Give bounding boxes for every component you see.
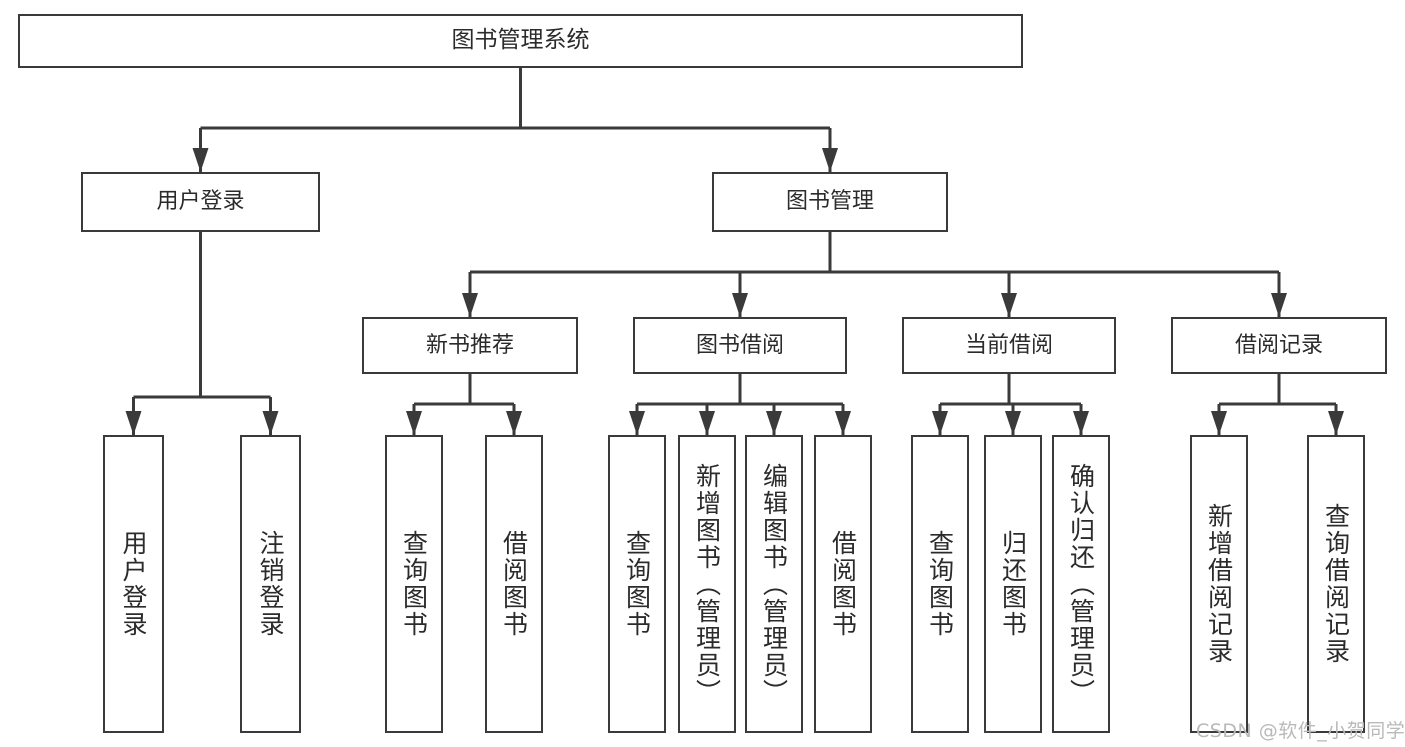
- node-leaf-query-borrow-record[interactable]: 查询借阅记录: [1307, 435, 1365, 733]
- node-book-manage-label: 图书管理: [785, 189, 874, 215]
- node-borrow-record[interactable]: 借阅记录: [1171, 317, 1387, 374]
- node-leaf-query-book-borrow[interactable]: 查询图书: [608, 435, 666, 733]
- node-leaf-user-login[interactable]: 用户登录: [103, 435, 164, 733]
- node-leaf-add-borrow-record-label: 新增借阅记录: [1204, 503, 1234, 665]
- node-new-book-recommend[interactable]: 新书推荐: [362, 317, 578, 374]
- node-leaf-add-book-admin[interactable]: 新增图书（管理员）: [678, 435, 736, 733]
- node-leaf-add-borrow-record[interactable]: 新增借阅记录: [1190, 435, 1248, 733]
- node-leaf-return-book-label: 归还图书: [998, 530, 1028, 638]
- node-leaf-borrow-book-recommend[interactable]: 借阅图书: [485, 435, 543, 733]
- node-user-login-label: 用户登录: [156, 189, 245, 215]
- node-current-borrow[interactable]: 当前借阅: [902, 317, 1116, 374]
- node-current-borrow-label: 当前借阅: [964, 332, 1053, 358]
- node-book-manage[interactable]: 图书管理: [712, 172, 948, 232]
- node-leaf-query-book-recommend-label: 查询图书: [399, 530, 429, 638]
- node-leaf-query-book-recommend[interactable]: 查询图书: [385, 435, 443, 733]
- node-leaf-user-logout[interactable]: 注销登录: [240, 435, 301, 733]
- node-leaf-return-book[interactable]: 归还图书: [984, 435, 1042, 733]
- node-root-label: 图书管理系统: [451, 27, 590, 54]
- node-leaf-add-book-admin-label: 新增图书（管理员）: [692, 462, 722, 706]
- node-leaf-confirm-return-admin[interactable]: 确认归还（管理员）: [1052, 435, 1110, 733]
- node-leaf-user-login-label: 用户登录: [119, 530, 148, 638]
- watermark-text: CSDN @软件_小贺同学: [1196, 720, 1405, 742]
- node-leaf-borrow-book[interactable]: 借阅图书: [814, 435, 872, 733]
- node-new-book-recommend-label: 新书推荐: [425, 332, 514, 358]
- node-leaf-edit-book-admin[interactable]: 编辑图书（管理员）: [745, 435, 803, 733]
- node-book-borrow[interactable]: 图书借阅: [633, 317, 847, 374]
- node-root[interactable]: 图书管理系统: [18, 14, 1023, 68]
- node-borrow-record-label: 借阅记录: [1234, 332, 1323, 358]
- node-leaf-query-book-borrow-label: 查询图书: [622, 530, 652, 638]
- node-leaf-query-borrow-record-label: 查询借阅记录: [1321, 503, 1351, 665]
- node-leaf-borrow-book-recommend-label: 借阅图书: [499, 530, 529, 638]
- node-leaf-borrow-book-label: 借阅图书: [828, 530, 858, 638]
- node-leaf-user-logout-label: 注销登录: [256, 530, 285, 638]
- node-user-login[interactable]: 用户登录: [81, 172, 320, 232]
- node-leaf-query-book-current[interactable]: 查询图书: [911, 435, 969, 733]
- node-leaf-query-book-current-label: 查询图书: [925, 530, 955, 638]
- node-book-borrow-label: 图书借阅: [695, 332, 784, 358]
- node-leaf-edit-book-admin-label: 编辑图书（管理员）: [759, 462, 789, 706]
- node-leaf-confirm-return-admin-label: 确认归还（管理员）: [1066, 462, 1096, 706]
